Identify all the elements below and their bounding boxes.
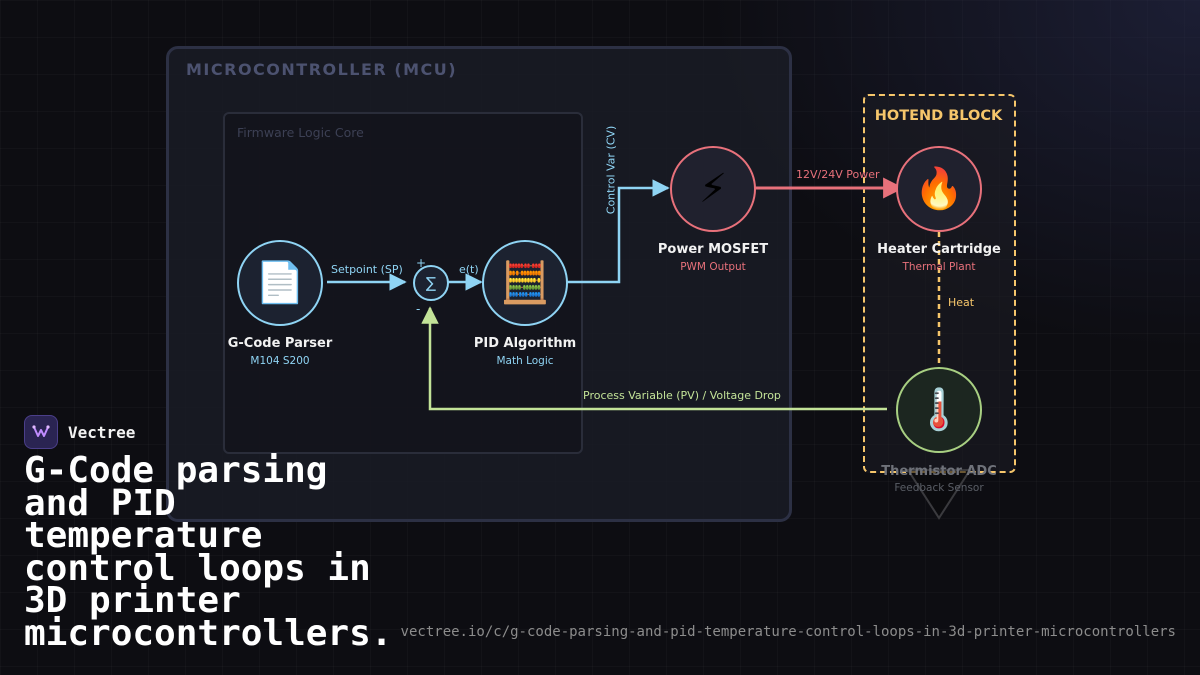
vectree-logo-icon [24, 415, 58, 449]
headline: G-Code parsing and PID temperature contr… [24, 450, 393, 654]
control-var-label: Control Var (CV) [604, 125, 618, 215]
gcode-parser-sub: M104 S200 [250, 355, 310, 367]
thermistor-label: Thermistor ADC [881, 464, 997, 479]
error-label: e(t) [459, 263, 479, 276]
heater-sub: Thermal Plant [902, 261, 976, 273]
feedback-wire [421, 306, 887, 411]
control-var-wire [567, 179, 670, 284]
brand: Vectree [24, 415, 135, 449]
thermistor-node: 🌡️ [896, 367, 982, 453]
feedback-label: Process Variable (PV) / Voltage Drop [583, 389, 781, 402]
summing-junction: ∑ [413, 265, 449, 301]
lightning-icon: ⚡ [698, 166, 728, 212]
pid-label: PID Algorithm [473, 336, 577, 351]
power-label: 12V/24V Power [796, 168, 880, 181]
heater-label: Heater Cartridge [877, 242, 1001, 257]
thermistor-sub: Feedback Sensor [894, 482, 984, 494]
heater-node: 🔥 [896, 146, 982, 232]
page-url[interactable]: vectree.io/c/g-code-parsing-and-pid-temp… [400, 624, 1176, 640]
gcode-parser-label: G-Code Parser [227, 336, 333, 351]
brand-name: Vectree [68, 422, 136, 442]
mosfet-sub: PWM Output [680, 261, 746, 273]
hotend-nozzle-shape [906, 469, 972, 520]
thermometer-icon: 🌡️ [914, 387, 964, 433]
pid-sub: Math Logic [496, 355, 554, 367]
sum-plus-sign: + [416, 256, 427, 270]
gcode-parser-node: 📄 [237, 240, 323, 326]
sum-minus-sign: - [416, 302, 421, 316]
pid-node: 🧮 [482, 240, 568, 326]
mosfet-node: ⚡ [670, 146, 756, 232]
document-icon: 📄 [255, 260, 305, 306]
setpoint-label: Setpoint (SP) [331, 263, 403, 276]
firmware-title: Firmware Logic Core [237, 125, 364, 140]
hotend-title: HOTEND BLOCK [874, 108, 1003, 124]
heat-label: Heat [948, 296, 975, 309]
abacus-icon: 🧮 [500, 260, 550, 306]
mosfet-label: Power MOSFET [657, 242, 769, 257]
mcu-title: MICROCONTROLLER (MCU) [186, 60, 458, 79]
fire-icon: 🔥 [914, 166, 964, 212]
